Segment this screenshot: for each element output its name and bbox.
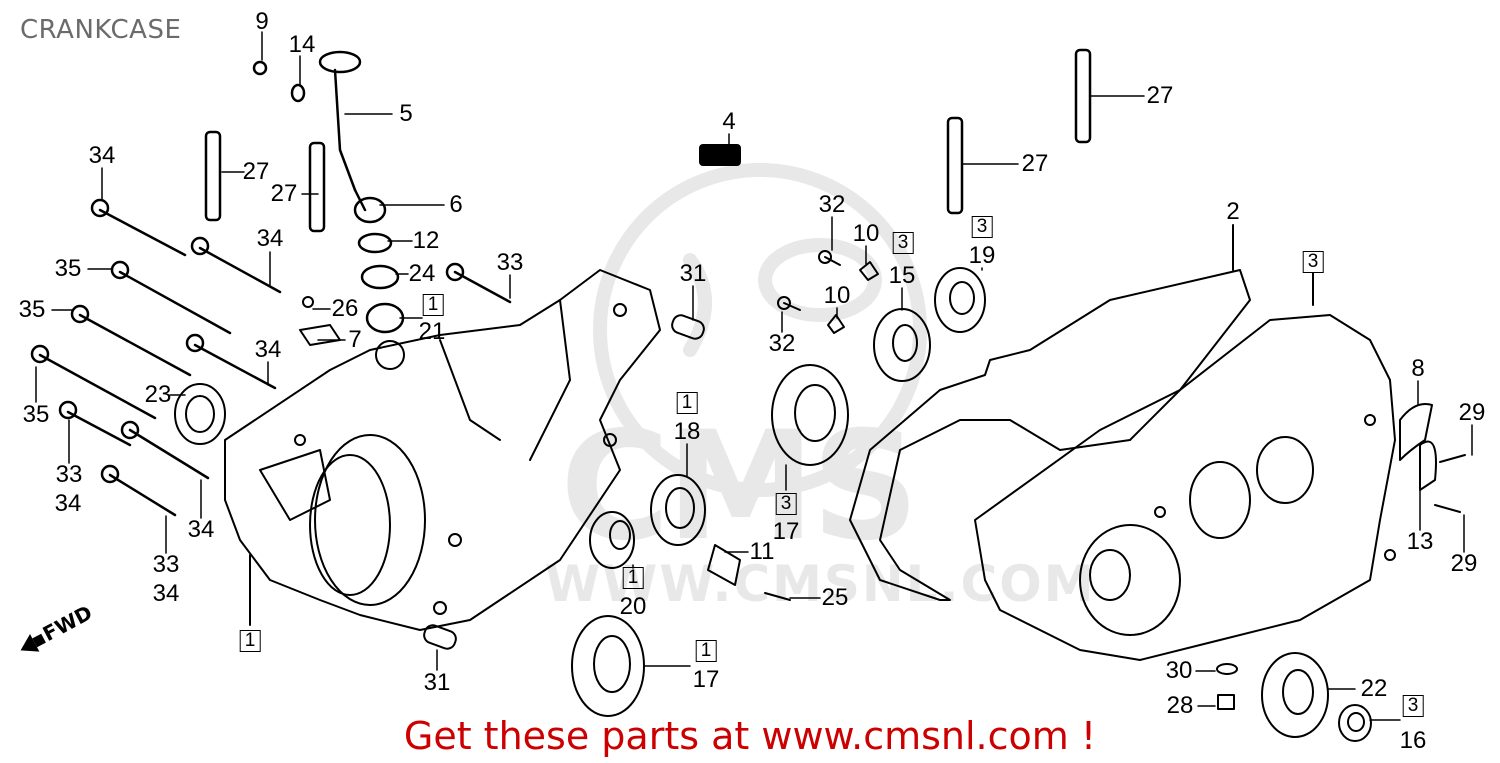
part-number-callout[interactable]: 31 bbox=[423, 669, 451, 696]
part-number-callout[interactable]: 20 bbox=[619, 593, 647, 620]
part-number-callout[interactable]: 27 bbox=[270, 180, 298, 207]
part-number-callout[interactable]: 33 bbox=[496, 249, 524, 276]
part-number-callout[interactable]: 16 bbox=[1399, 727, 1427, 754]
part-number-callout[interactable]: 17 bbox=[772, 518, 800, 545]
part-group-box[interactable]: 1 bbox=[239, 630, 261, 652]
part-number-callout[interactable]: 34 bbox=[187, 516, 215, 543]
part-group-box[interactable]: 1 bbox=[695, 640, 717, 662]
part-group-box[interactable]: 3 bbox=[971, 216, 993, 238]
part-number-callout[interactable]: 19 bbox=[968, 242, 996, 269]
part-number-callout[interactable]: 18 bbox=[673, 418, 701, 445]
part-number-callout[interactable]: 14 bbox=[288, 31, 316, 58]
part-number-callout[interactable]: 34 bbox=[54, 490, 82, 517]
part-number-callout[interactable]: 35 bbox=[54, 255, 82, 282]
part-number-callout[interactable]: 29 bbox=[1458, 399, 1486, 426]
shift-arm-assembly bbox=[252, 50, 405, 334]
part-number-callout[interactable]: 10 bbox=[823, 282, 851, 309]
part-number-callout[interactable]: 29 bbox=[1450, 550, 1478, 577]
crankcase-gasket bbox=[849, 224, 1251, 601]
small-parts bbox=[299, 144, 1466, 710]
part-group-box[interactable]: 3 bbox=[775, 493, 797, 515]
part-number-callout[interactable]: 2 bbox=[1226, 198, 1240, 225]
part-number-callout[interactable]: 27 bbox=[242, 158, 270, 185]
part-number-callout[interactable]: 33 bbox=[152, 551, 180, 578]
part-number-callout[interactable]: 5 bbox=[399, 100, 413, 127]
part-group-box[interactable]: 1 bbox=[622, 567, 644, 589]
part-number-callout[interactable]: 32 bbox=[768, 330, 796, 357]
part-number-callout[interactable]: 7 bbox=[348, 326, 362, 353]
part-number-callout[interactable]: 11 bbox=[749, 538, 775, 565]
part-number-callout[interactable]: 31 bbox=[679, 260, 707, 287]
part-number-callout[interactable]: 15 bbox=[888, 262, 916, 289]
part-group-box[interactable]: 3 bbox=[1302, 251, 1324, 273]
part-number-callout[interactable]: 12 bbox=[412, 227, 440, 254]
part-number-callout[interactable]: 34 bbox=[254, 336, 282, 363]
bearings bbox=[174, 267, 1372, 742]
part-number-callout[interactable]: 25 bbox=[821, 584, 849, 611]
diagram-title: CRANKCASE bbox=[20, 15, 182, 45]
part-number-callout[interactable]: 17 bbox=[692, 666, 720, 693]
part-number-callout[interactable]: 13 bbox=[1406, 528, 1434, 555]
bolts-left bbox=[30, 198, 512, 517]
part-number-callout[interactable]: 21 bbox=[418, 318, 446, 345]
right-crankcase-half bbox=[974, 272, 1396, 661]
left-crankcase-half bbox=[224, 269, 661, 631]
part-number-callout[interactable]: 6 bbox=[449, 191, 463, 218]
watermark-url: WWW.CMSNL.COM bbox=[545, 555, 1096, 613]
footer-link[interactable]: Get these parts at www.cmsnl.com ! bbox=[403, 714, 1097, 758]
part-number-callout[interactable]: 34 bbox=[88, 142, 116, 169]
part-number-callout[interactable]: 28 bbox=[1166, 692, 1194, 719]
part-number-callout[interactable]: 26 bbox=[331, 295, 359, 322]
part-number-callout[interactable]: 9 bbox=[255, 8, 269, 35]
part-number-callout[interactable]: 35 bbox=[18, 296, 46, 323]
part-number-callout[interactable]: 10 bbox=[852, 220, 880, 247]
part-number-callout[interactable]: 34 bbox=[152, 580, 180, 607]
part-group-box[interactable]: 3 bbox=[892, 232, 914, 254]
part-number-callout[interactable]: 35 bbox=[22, 401, 50, 428]
part-number-callout[interactable]: 32 bbox=[818, 191, 846, 218]
part-number-callout[interactable]: 33 bbox=[55, 461, 83, 488]
part-number-callout[interactable]: 30 bbox=[1165, 657, 1193, 684]
part-number-callout[interactable]: 27 bbox=[1146, 82, 1174, 109]
part-number-callout[interactable]: 22 bbox=[1360, 675, 1388, 702]
part-number-callout[interactable]: 27 bbox=[1021, 150, 1049, 177]
watermark-emblem bbox=[593, 163, 927, 497]
part-number-callout[interactable]: 4 bbox=[722, 108, 736, 135]
part-number-callout[interactable]: 34 bbox=[256, 225, 284, 252]
leader-lines bbox=[35, 31, 1473, 721]
part-group-box[interactable]: 1 bbox=[422, 294, 444, 316]
part-number-callout[interactable]: 24 bbox=[408, 260, 436, 287]
part-number-callout[interactable]: 8 bbox=[1411, 355, 1425, 382]
part-group-box[interactable]: 3 bbox=[1402, 695, 1424, 717]
part-number-callout[interactable]: 23 bbox=[144, 381, 172, 408]
part-group-box[interactable]: 1 bbox=[676, 392, 698, 414]
